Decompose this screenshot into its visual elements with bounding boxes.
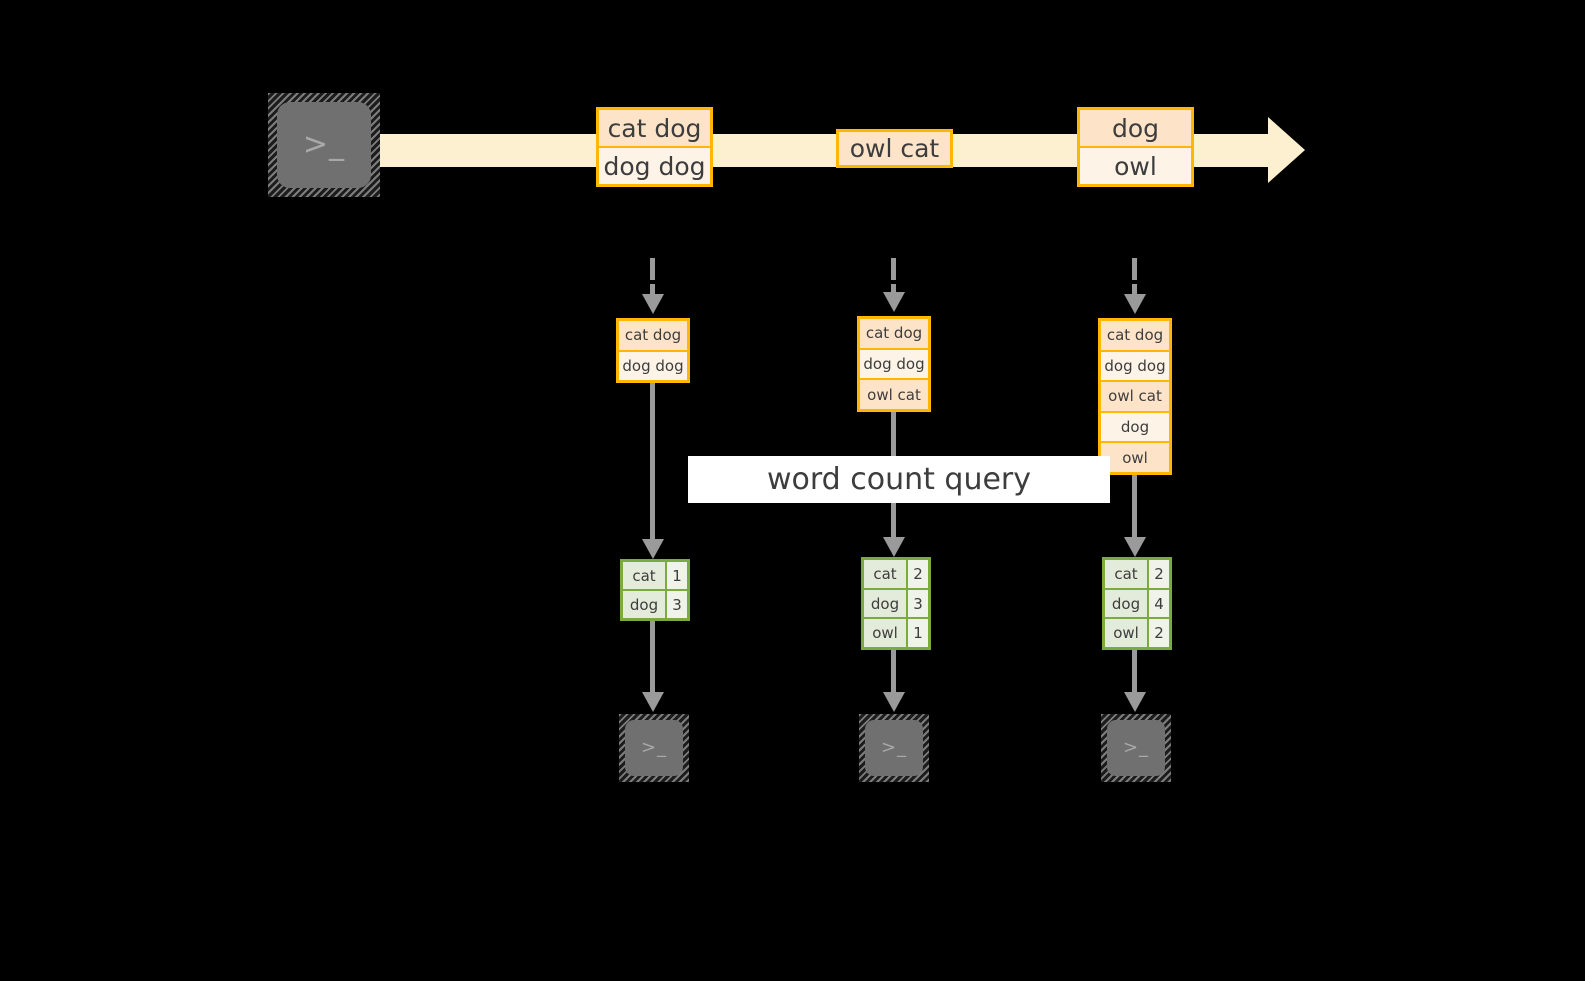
stream-batch-3-line-2: owl <box>1080 148 1191 184</box>
column-2-connector-stub <box>891 284 896 294</box>
column-1-result-key-1: cat <box>623 562 667 589</box>
terminal-body: >_ <box>277 102 371 188</box>
stream-batch-2-line-1: owl cat <box>839 132 950 165</box>
column-3-connector-stub <box>1132 284 1137 296</box>
column-3-result-key-3: owl <box>1105 619 1149 648</box>
column-2-input-line-3: owl cat <box>860 380 928 410</box>
column-3-result-val-3: 2 <box>1149 619 1169 648</box>
table-row: owl 1 <box>864 619 928 648</box>
column-1-result-table[interactable]: cat 1 dog 3 <box>620 559 690 621</box>
table-row: dog 3 <box>864 589 928 620</box>
column-2-input-line-2: dog dog <box>860 349 928 381</box>
column-3-result-val-1: 2 <box>1149 560 1169 588</box>
column-3-connector-arrowhead <box>1124 294 1146 314</box>
column-3-dashed-connector <box>1132 258 1137 280</box>
terminal-prompt-glyph: >_ <box>302 127 346 162</box>
table-row: cat 2 <box>1105 560 1169 590</box>
column-2-result-val-3: 1 <box>908 619 928 648</box>
stream-batch-2[interactable]: owl cat <box>836 129 953 168</box>
column-3-input-line-5: owl <box>1101 443 1169 472</box>
stream-batch-1[interactable]: cat dog dog dog <box>596 107 713 187</box>
column-2-result-key-1: cat <box>864 560 908 588</box>
terminal-prompt-glyph: >_ <box>1122 737 1150 758</box>
column-2-result-key-2: dog <box>864 589 908 618</box>
column-2-sink-connector <box>891 650 896 694</box>
column-3-input-box[interactable]: cat dog dog dog owl cat dog owl <box>1098 318 1172 475</box>
column-3-sink-terminal-icon[interactable]: >_ <box>1101 714 1171 782</box>
column-2-result-val-1: 2 <box>908 560 928 588</box>
column-2-input-line-1: cat dog <box>860 319 928 350</box>
column-3-sink-connector <box>1132 650 1137 694</box>
column-3-result-key-2: dog <box>1105 589 1149 618</box>
column-2-sink-terminal-icon[interactable]: >_ <box>859 714 929 782</box>
column-3-result-key-1: cat <box>1105 560 1149 588</box>
column-2-result-val-2: 3 <box>908 589 928 618</box>
column-2-connector-arrowhead <box>883 292 905 312</box>
terminal-body: >_ <box>625 720 683 776</box>
column-1-result-key-2: dog <box>623 591 667 618</box>
stream-batch-1-line-2: dog dog <box>599 148 710 184</box>
stream-batch-3-line-1: dog <box>1080 110 1191 148</box>
column-1-query-arrowhead <box>642 539 664 559</box>
terminal-prompt-glyph: >_ <box>880 737 908 758</box>
column-1-input-line-2: dog dog <box>619 351 687 380</box>
source-terminal-icon[interactable]: >_ <box>268 93 380 197</box>
column-3-input-line-1: cat dog <box>1101 321 1169 352</box>
column-3-result-table[interactable]: cat 2 dog 4 owl 2 <box>1102 557 1172 650</box>
column-1-result-val-2: 3 <box>667 591 687 618</box>
column-2-result-table[interactable]: cat 2 dog 3 owl 1 <box>861 557 931 650</box>
column-2-input-box[interactable]: cat dog dog dog owl cat <box>857 316 931 412</box>
column-3-query-connector <box>1132 475 1137 539</box>
column-1-result-val-1: 1 <box>667 562 687 589</box>
terminal-prompt-glyph: >_ <box>640 737 668 758</box>
stream-arrow-head <box>1268 117 1305 183</box>
column-1-input-box[interactable]: cat dog dog dog <box>616 318 690 383</box>
column-1-sink-terminal-icon[interactable]: >_ <box>619 714 689 782</box>
table-row: dog 4 <box>1105 589 1169 620</box>
stream-batch-3[interactable]: dog owl <box>1077 107 1194 187</box>
query-label-band: word count query <box>688 456 1110 503</box>
column-3-input-line-2: dog dog <box>1101 351 1169 383</box>
column-3-input-line-3: owl cat <box>1101 382 1169 413</box>
column-2-dashed-connector <box>891 258 896 280</box>
table-row: dog 3 <box>623 591 687 618</box>
terminal-body: >_ <box>865 720 923 776</box>
column-3-sink-arrowhead <box>1124 692 1146 712</box>
column-1-query-connector <box>650 383 655 541</box>
table-row: cat 1 <box>623 562 687 591</box>
column-1-connector-arrowhead <box>642 294 664 314</box>
column-1-sink-connector <box>650 621 655 694</box>
table-row: owl 2 <box>1105 619 1169 648</box>
column-2-result-key-3: owl <box>864 619 908 648</box>
table-row: cat 2 <box>864 560 928 590</box>
column-3-input-line-4: dog <box>1101 412 1169 444</box>
column-1-dashed-connector <box>650 258 655 280</box>
column-1-connector-stub <box>650 284 655 296</box>
column-2-query-arrowhead <box>883 537 905 557</box>
column-1-sink-arrowhead <box>642 692 664 712</box>
stream-batch-1-line-1: cat dog <box>599 110 710 148</box>
column-1-input-line-1: cat dog <box>619 321 687 352</box>
column-2-sink-arrowhead <box>883 692 905 712</box>
column-3-query-arrowhead <box>1124 537 1146 557</box>
terminal-body: >_ <box>1107 720 1165 776</box>
column-3-result-val-2: 4 <box>1149 589 1169 618</box>
query-label-text: word count query <box>766 462 1032 497</box>
